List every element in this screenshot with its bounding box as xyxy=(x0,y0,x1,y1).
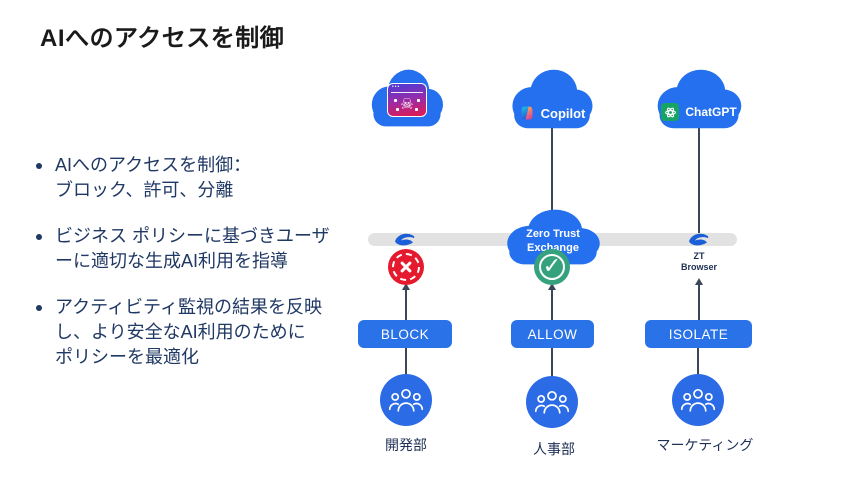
group-icon-marketing xyxy=(672,374,724,426)
zt-browser-label: ZT Browser xyxy=(680,251,717,273)
zscaler-logo-icon xyxy=(395,233,415,246)
browser-bar-divider xyxy=(391,92,423,93)
people-icon xyxy=(535,390,569,414)
openai-knot-icon xyxy=(664,107,676,117)
check-glyph: ✓ xyxy=(542,252,562,278)
group-icon-dev xyxy=(380,374,432,426)
bullet-text: アクティビティ監視の結果を反映 し、より安全なAI利用のために ポリシーを最適化 xyxy=(55,297,322,367)
bullet-dot xyxy=(36,163,42,169)
cloud-malicious-ai-site: ••• ☠ xyxy=(367,68,447,128)
block-x-icon xyxy=(388,249,424,285)
bullet-list: AIへのアクセスを制御： ブロック、許可、分離 ビジネス ポリシーに基づきユーザ… xyxy=(36,153,376,391)
connector-allow-to-group xyxy=(551,348,553,377)
node-dot xyxy=(415,108,418,111)
node-dot xyxy=(417,99,420,102)
zero-trust-exchange-label: Zero Trust Exchange xyxy=(526,227,580,254)
isolate-button: ISOLATE xyxy=(645,320,752,348)
bullet-dot xyxy=(36,234,42,240)
cloud-shape xyxy=(512,69,593,129)
group-label-hr: 人事部 xyxy=(533,441,575,457)
arrow-up-icon xyxy=(402,283,410,290)
zscaler-logo-icon xyxy=(689,233,709,246)
connector-allow-to-verdict xyxy=(551,289,553,320)
dashed-ring xyxy=(392,253,420,281)
connector-copilot-to-exchange xyxy=(551,128,553,216)
bullet-item: ビジネス ポリシーに基づきユーザ ーに適切な生成AI利用を指導 xyxy=(36,224,376,274)
bullet-item: アクティビティ監視の結果を反映 し、より安全なAI利用のために ポリシーを最適化 xyxy=(36,295,376,370)
bullet-item: AIへのアクセスを制御： ブロック、許可、分離 xyxy=(36,153,376,203)
allow-check-icon: ✓ xyxy=(534,249,570,285)
chatgpt-logo-icon xyxy=(661,103,680,121)
cloud-copilot: Copilot xyxy=(507,68,597,130)
bullet-dot xyxy=(36,305,42,311)
ring xyxy=(539,254,565,280)
malicious-site-icon: ••• ☠ xyxy=(387,83,427,117)
app-label: Copilot xyxy=(540,105,586,121)
group-label-dev: 開発部 xyxy=(385,437,427,453)
group-label-marketing: マーケティング xyxy=(656,437,754,453)
bullet-text: ビジネス ポリシーに基づきユーザ ーに適切な生成AI利用を指導 xyxy=(55,226,330,271)
arrow-up-icon xyxy=(695,278,703,285)
connector-block-to-verdict xyxy=(405,289,407,320)
cloud-chatgpt: ChatGPT xyxy=(652,68,746,130)
copilot-logo-icon xyxy=(521,106,533,120)
allow-button: ALLOW xyxy=(511,320,594,348)
connector-chatgpt-to-bar xyxy=(698,128,700,235)
bullet-text: AIへのアクセスを制御： ブロック、許可、分離 xyxy=(55,155,252,200)
connector-isolate-to-group xyxy=(697,348,699,375)
node-dot xyxy=(396,108,399,111)
connector-isolate-to-ztbrowser xyxy=(698,284,700,320)
skull-icon: ☠ xyxy=(400,96,414,113)
arrow-up-icon xyxy=(548,283,556,290)
page-title: AIへのアクセスを制御 xyxy=(40,25,285,52)
connector-block-to-group xyxy=(405,348,407,375)
block-button: BLOCK xyxy=(358,320,452,348)
people-icon xyxy=(681,388,715,412)
browser-dots-icon: ••• xyxy=(392,84,401,90)
node-dot xyxy=(394,99,397,102)
people-icon xyxy=(389,388,423,412)
app-label: ChatGPT xyxy=(685,105,737,119)
group-icon-hr xyxy=(526,376,578,428)
